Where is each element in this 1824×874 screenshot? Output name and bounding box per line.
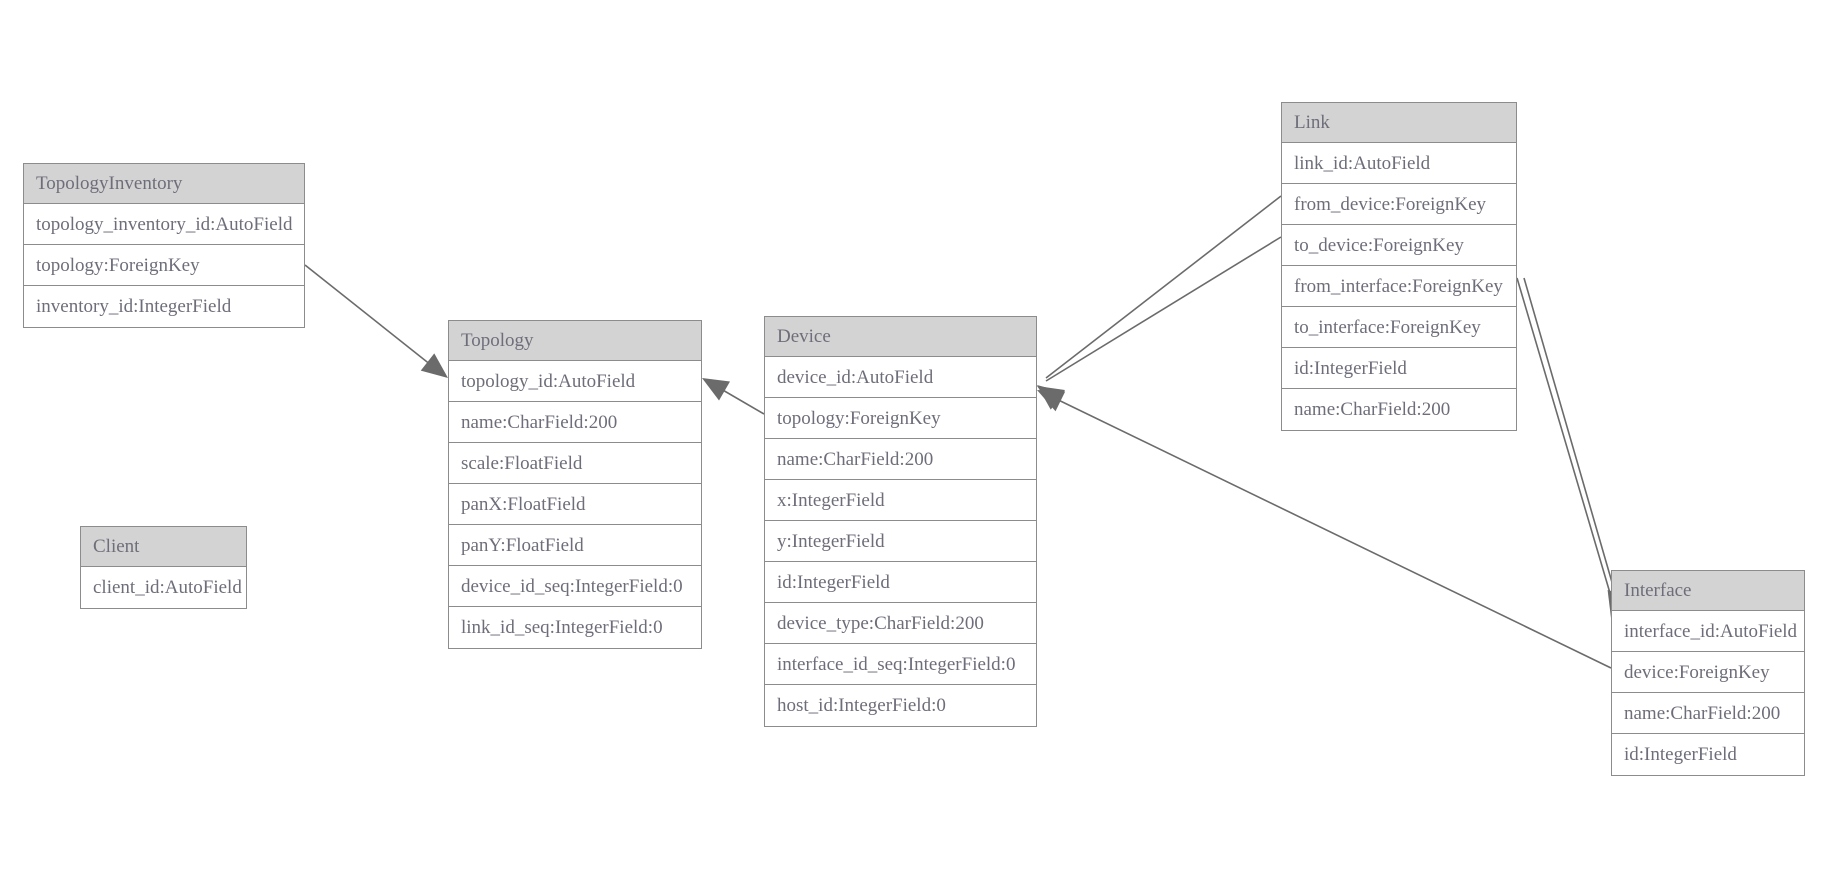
- relationship-line: [708, 381, 765, 415]
- entity-title-topology: Topology: [449, 321, 701, 361]
- rel-device-topology: [702, 378, 765, 415]
- rel-link-from-device: [1037, 195, 1282, 410]
- entity-title-device: Device: [765, 317, 1036, 357]
- entity-field-row: topology:ForeignKey: [765, 398, 1036, 439]
- entity-field-row: id:IntegerField: [1612, 734, 1804, 775]
- entity-field-row: id:IntegerField: [1282, 348, 1516, 389]
- entity-field-row: device_id:AutoField: [765, 357, 1036, 398]
- entity-field-row: client_id:AutoField: [81, 567, 246, 608]
- entity-title-topologyinventory: TopologyInventory: [24, 164, 304, 204]
- entity-field-row: scale:FloatField: [449, 443, 701, 484]
- entity-title-link: Link: [1282, 103, 1516, 143]
- entity-field-row: interface_id:AutoField: [1612, 611, 1804, 652]
- entity-field-row: device_type:CharField:200: [765, 603, 1036, 644]
- entity-field-row: device:ForeignKey: [1612, 652, 1804, 693]
- rel-link-to-interface: [1523, 277, 1621, 611]
- entity-field-row: topology:ForeignKey: [24, 245, 304, 286]
- entity-field-row: to_interface:ForeignKey: [1282, 307, 1516, 348]
- relationship-line: [1045, 236, 1282, 382]
- entity-field-row: panY:FloatField: [449, 525, 701, 566]
- entity-field-row: link_id:AutoField: [1282, 143, 1516, 184]
- entity-field-row: topology_id:AutoField: [449, 361, 701, 402]
- entity-field-row: name:CharField:200: [449, 402, 701, 443]
- entity-field-row: from_interface:ForeignKey: [1282, 266, 1516, 307]
- entity-field-row: name:CharField:200: [1612, 693, 1804, 734]
- entity-field-row: from_device:ForeignKey: [1282, 184, 1516, 225]
- entity-field-row: host_id:IntegerField:0: [765, 685, 1036, 726]
- entity-field-row: to_device:ForeignKey: [1282, 225, 1516, 266]
- relationship-arrowhead: [1037, 390, 1066, 412]
- entity-field-row: topology_inventory_id:AutoField: [24, 204, 304, 245]
- entity-field-row: name:CharField:200: [765, 439, 1036, 480]
- entity-field-row: link_id_seq:IntegerField:0: [449, 607, 701, 648]
- entity-field-row: y:IntegerField: [765, 521, 1036, 562]
- relationship-line: [1045, 393, 1612, 669]
- entity-field-row: name:CharField:200: [1282, 389, 1516, 430]
- entity-field-row: inventory_id:IntegerField: [24, 286, 304, 327]
- relationship-line: [304, 264, 442, 374]
- entity-title-client: Client: [81, 527, 246, 567]
- entity-field-row: panX:FloatField: [449, 484, 701, 525]
- relationship-line: [1523, 277, 1621, 611]
- entity-field-row: interface_id_seq:IntegerField:0: [765, 644, 1036, 685]
- relationship-line: [1516, 277, 1616, 611]
- rel-link-to-device: [1037, 236, 1282, 409]
- entity-field-row: x:IntegerField: [765, 480, 1036, 521]
- entity-field-row: device_id_seq:IntegerField:0: [449, 566, 701, 607]
- rel-topologyinventory-topology: [304, 264, 448, 378]
- relationship-line: [1045, 195, 1282, 379]
- entity-title-interface: Interface: [1612, 571, 1804, 611]
- entity-field-row: id:IntegerField: [765, 562, 1036, 603]
